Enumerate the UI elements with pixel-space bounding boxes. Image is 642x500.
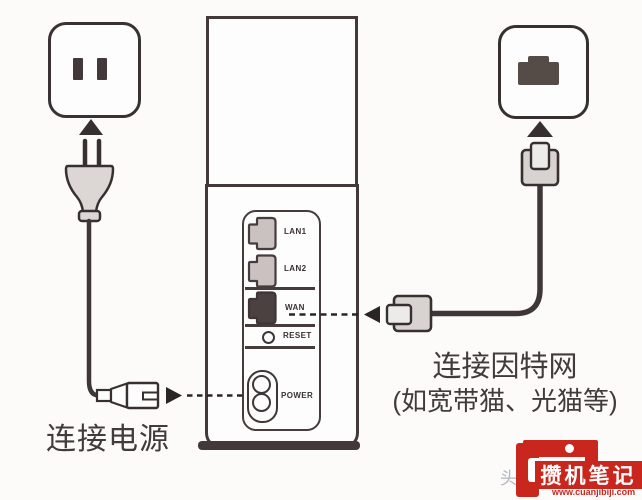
dc-connector-icon [109, 382, 129, 409]
up-arrow-icon [79, 119, 103, 135]
power-outlet [48, 22, 141, 118]
caption-connect-power: 连接电源 [46, 423, 170, 456]
power-plug-icon [64, 164, 115, 214]
lan1-label: LAN1 [284, 227, 307, 236]
up-arrow-icon [527, 121, 553, 137]
rj45-connector-icon [392, 294, 433, 333]
router-base [198, 441, 360, 450]
lan2-label: LAN2 [284, 264, 307, 273]
wan-label: WAN [285, 303, 305, 312]
watermark-logo-dot [565, 444, 574, 453]
ethernet-cable [429, 181, 543, 317]
panel-divider [244, 346, 315, 349]
ethernet-jack-icon [528, 56, 549, 64]
watermark-url: www.cuanjibiji.com [552, 487, 636, 497]
power-pin-icon [252, 375, 271, 394]
router-ports-panel [242, 210, 321, 431]
rj45-connector-tab [529, 141, 551, 171]
router-upper-body [206, 16, 358, 187]
watermark-logo-c [516, 443, 539, 497]
plug-collar [77, 209, 102, 223]
power-pin-icon [252, 393, 271, 412]
dc-connector-body [125, 381, 160, 410]
reset-label: RESET [283, 331, 312, 340]
power-cable [86, 218, 102, 398]
outlet-slot-icon [73, 58, 83, 80]
ethernet-wall-plate [498, 25, 589, 119]
power-label: POWER [281, 391, 314, 400]
rj45-connector-icon [520, 148, 560, 187]
left-arrow-icon [364, 306, 380, 323]
outlet-slot-icon [97, 58, 107, 80]
caption-internet-line2: (如宽带猫、光猫等) [392, 386, 618, 416]
right-arrow-icon [166, 387, 182, 404]
panel-divider [244, 324, 315, 327]
watermark-logo-notch [528, 458, 539, 482]
dc-connector-slot [142, 391, 157, 401]
router-lower-body [205, 184, 359, 449]
power-socket-icon [247, 370, 278, 423]
caption-internet-line1: 连接因特网 [432, 351, 578, 383]
watermark-logo [523, 440, 595, 457]
ethernet-jack-icon [518, 62, 559, 85]
watermark-banner: 攒机笔记 [535, 461, 642, 489]
dc-connector-tip [95, 388, 113, 403]
reset-button-icon [262, 331, 275, 344]
watermark-partial-char: 头 [500, 469, 517, 488]
watermark-brand-text: 攒机笔记 [540, 465, 637, 488]
panel-divider [244, 287, 315, 290]
caption-connect-internet: 连接因特网 (如宽带猫、光猫等) [372, 350, 638, 418]
rj45-connector-tab [385, 303, 413, 326]
